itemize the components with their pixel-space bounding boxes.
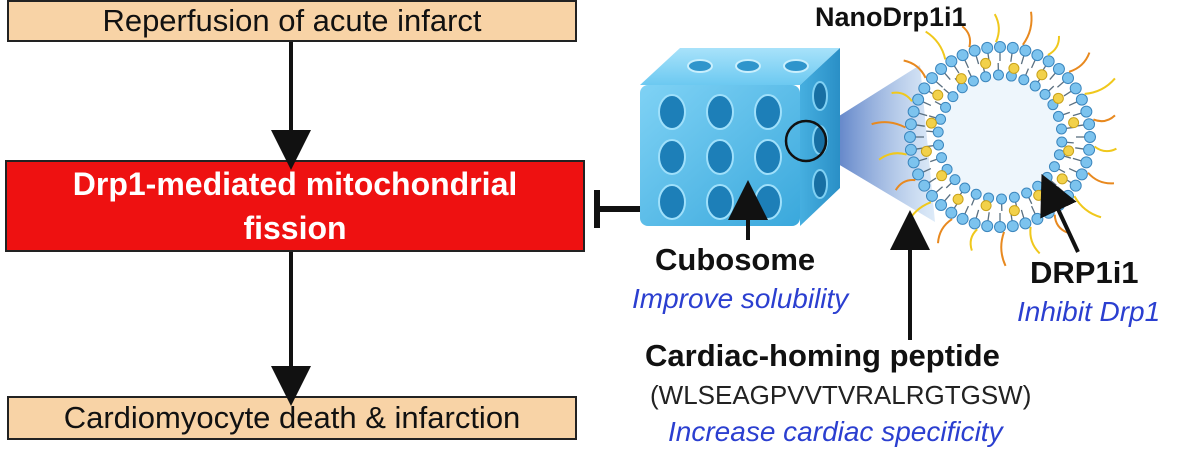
nanodrp1i1-title: NanoDrp1i1 bbox=[815, 2, 967, 32]
liposome-ring-icon bbox=[871, 11, 1117, 267]
drp1-fission-line2: fission bbox=[243, 210, 347, 246]
peptide-sequence: (WLSEAGPVVTVRALRGTGSW) bbox=[650, 380, 1032, 410]
peptide-role: Increase cardiac specificity bbox=[668, 416, 1003, 447]
zoom-beam bbox=[818, 65, 935, 222]
cubosome-role: Improve solubility bbox=[632, 283, 849, 314]
drp1i1-role: Inhibit Drp1 bbox=[1017, 296, 1161, 327]
drp1-fission-box: Drp1-mediated mitochondrial fission bbox=[5, 160, 585, 252]
peptide-label: Cardiac-homing peptide bbox=[645, 338, 1000, 373]
reperfusion-box: Reperfusion of acute infarct bbox=[7, 0, 577, 42]
cubosome-label: Cubosome bbox=[655, 242, 816, 277]
drp1-fission-line1: Drp1-mediated mitochondrial bbox=[72, 166, 518, 202]
drp1i1-pointer bbox=[1040, 173, 1080, 253]
drp1i1-label: DRP1i1 bbox=[1030, 255, 1139, 290]
reperfusion-label: Reperfusion of acute infarct bbox=[102, 3, 482, 38]
cubosome-cube-icon bbox=[640, 48, 840, 226]
